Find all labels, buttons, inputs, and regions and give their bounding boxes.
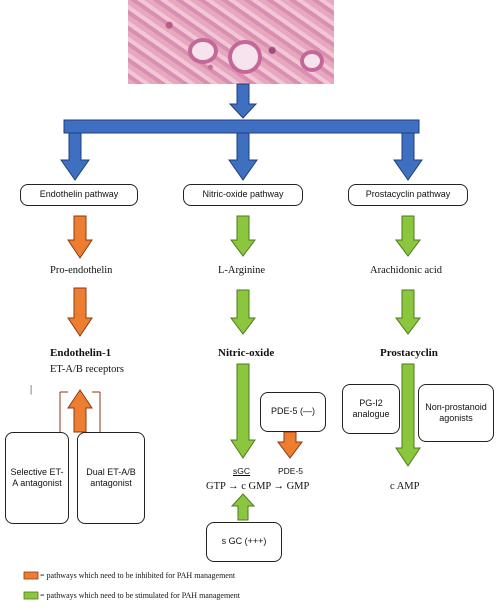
blue-arrow-nitric-oxide [228,132,258,181]
gtp-cgmp-reaction: GTP → c GMP → GMP [206,481,310,492]
pgi2-analogue-label: PG-I2 analogue [352,397,390,419]
nitric-oxide-pathway-label: Nitric-oxide pathway [202,189,284,200]
camp-label: c AMP [390,481,420,492]
non-prostanoid-agonists-box: Non-prostanoid agonists [418,384,494,442]
selective-eta-antagonist-label: Selective ET-A antagonist [10,466,64,488]
blue-horizontal-bar [63,119,420,134]
legend-swatch-orange [23,571,39,580]
dual-eta-b-antagonist-box: Dual ET-A/B antagonist [77,432,145,524]
dual-eta-b-antagonist-label: Dual ET-A/B antagonist [86,466,136,488]
green-arrow-no-2 [230,289,256,335]
arachidonic-acid-label: Arachidonic acid [370,265,443,276]
legend-swatch-green [23,591,39,600]
orange-arrow-2 [67,287,93,337]
green-arrow-pc-3 [395,363,421,467]
legend-stimulate-text: = pathways which need to be stimulated f… [40,591,240,600]
blue-arrow-prostacyclin [393,132,423,181]
pgi2-analogue-box: PG-I2 analogue [342,384,400,434]
endothelin-pathway-box: Endothelin pathway [20,184,138,206]
vessel-center [228,40,262,74]
orange-arrow-1 [67,215,93,259]
blue-trunk-arrow [228,83,258,119]
receptor-block-tick: | [30,384,33,395]
vessel-left [188,38,218,64]
vessel-right [300,50,324,72]
sgc-stimulator-box: s GC (+++) [206,522,282,562]
green-arrow-sgc-up [230,493,256,521]
orange-arrow-pde5 [277,431,303,459]
green-arrow-no-3 [230,363,256,459]
green-arrow-no-1 [230,215,256,257]
pde5-inhibitor-box: PDE-5 (—) [260,392,326,432]
sgc-label: sGC [233,466,250,476]
pde5-inhibitor-label: PDE-5 (—) [270,406,315,417]
nitric-oxide-label: Nitric-oxide [218,347,275,359]
blue-arrow-endothelin [60,132,90,181]
selective-eta-antagonist-box: Selective ET-A antagonist [5,432,69,524]
lung-histology-image [128,0,334,84]
et-receptors-label: ET-A/B receptors [50,364,124,375]
legend-inhibit-text: = pathways which need to be inhibited fo… [40,571,236,580]
sgc-stimulator-label: s GC (+++) [221,536,267,547]
green-arrow-pc-2 [395,289,421,335]
prostacyclin-pathway-box: Prostacyclin pathway [348,184,468,206]
non-prostanoid-agonists-label: Non-prostanoid agonists [425,401,487,423]
pro-endothelin-label: Pro-endothelin [50,265,113,276]
nitric-oxide-pathway-box: Nitric-oxide pathway [183,184,303,206]
green-arrow-pc-1 [395,215,421,257]
pde5-label: PDE-5 [278,466,304,476]
endothelin-pathway-label: Endothelin pathway [39,189,119,200]
prostacyclin-pathway-label: Prostacyclin pathway [365,189,451,200]
l-arginine-label: L-Arginine [218,265,266,276]
orange-arrow-up [67,389,93,433]
prostacyclin-label: Prostacyclin [380,347,438,359]
endothelin-1-label: Endothelin-1 [50,347,112,359]
